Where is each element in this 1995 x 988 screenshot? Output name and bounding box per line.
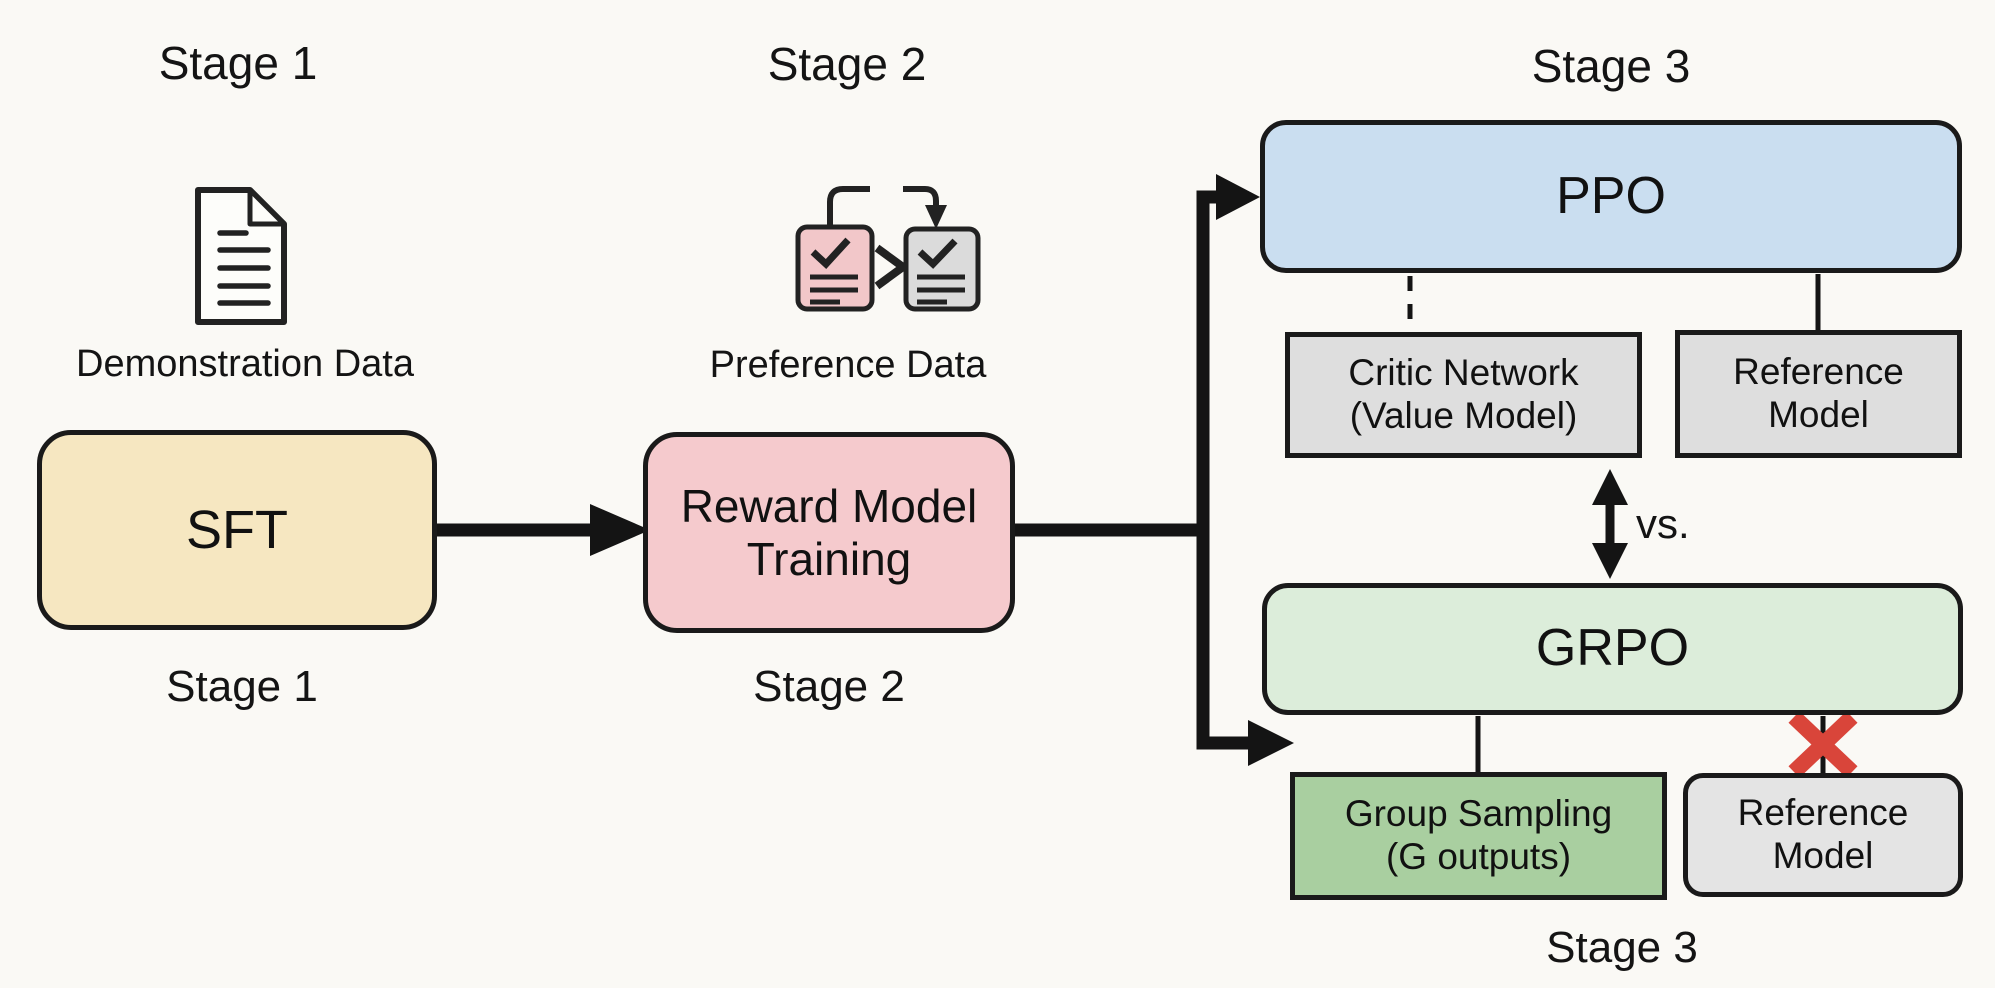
grpo-node: GRPO <box>1262 583 1963 715</box>
checkmark-icon <box>810 237 851 269</box>
critic-network-node: Critic Network (Value Model) <box>1285 332 1642 458</box>
preference-data-caption: Preference Data <box>709 344 987 386</box>
reference-label-line2: Model <box>1772 835 1874 876</box>
ppo-node: PPO <box>1260 120 1962 273</box>
checkmark-icon <box>917 238 958 269</box>
arrowhead-to-ppo <box>1216 174 1260 220</box>
stage3-title: Stage 3 <box>1531 40 1691 92</box>
vs-double-arrow-icon <box>1592 469 1628 579</box>
arrow-reward-to-branch <box>1015 174 1294 766</box>
group-sampling-label-line2: (G outputs) <box>1385 836 1572 877</box>
group-sampling-node: Group Sampling (G outputs) <box>1290 772 1667 900</box>
sft-node: SFT <box>37 430 437 630</box>
critic-label-line1: Critic Network <box>1348 352 1579 394</box>
document-icon <box>195 187 287 325</box>
reference-label-line1: Reference <box>1733 351 1904 393</box>
stage1-bottom-caption: Stage 1 <box>166 662 318 711</box>
swap-hook-icon <box>827 186 870 225</box>
greater-than-icon <box>874 244 910 290</box>
stage2-title: Stage 2 <box>767 38 927 90</box>
reference-label-line2: Model <box>1768 394 1869 435</box>
reference-label-line1: Reference <box>1737 792 1909 834</box>
grpo-reference-model-node: Reference Model <box>1683 773 1963 897</box>
sft-label: SFT <box>186 499 288 560</box>
vs-label: vs. <box>1636 500 1690 547</box>
critic-label-line2: (Value Model) <box>1349 395 1578 436</box>
ppo-reference-model-node: Reference Model <box>1675 330 1962 458</box>
grpo-label: GRPO <box>1535 619 1690 678</box>
preference-comparison-icon <box>795 186 981 312</box>
arrow-sft-to-reward <box>437 504 650 556</box>
reward-model-training-node: Reward Model Training <box>643 432 1015 633</box>
swap-arrow-icon <box>903 186 939 207</box>
stage2-bottom-caption: Stage 2 <box>753 662 905 711</box>
arrowhead-to-grpo <box>1248 720 1294 766</box>
reward-model-label-line1: Reward Model <box>680 479 978 532</box>
group-sampling-label-line1: Group Sampling <box>1344 793 1613 835</box>
stage1-title: Stage 1 <box>158 37 318 89</box>
ppo-label: PPO <box>1556 166 1666 225</box>
reward-model-label-line2: Training <box>746 532 912 585</box>
chosen-response-card <box>795 224 875 312</box>
stage3-bottom-caption: Stage 3 <box>1546 923 1698 972</box>
rejected-response-card <box>903 226 981 312</box>
red-cross-icon <box>1788 711 1858 778</box>
demonstration-data-caption: Demonstration Data <box>76 343 414 385</box>
